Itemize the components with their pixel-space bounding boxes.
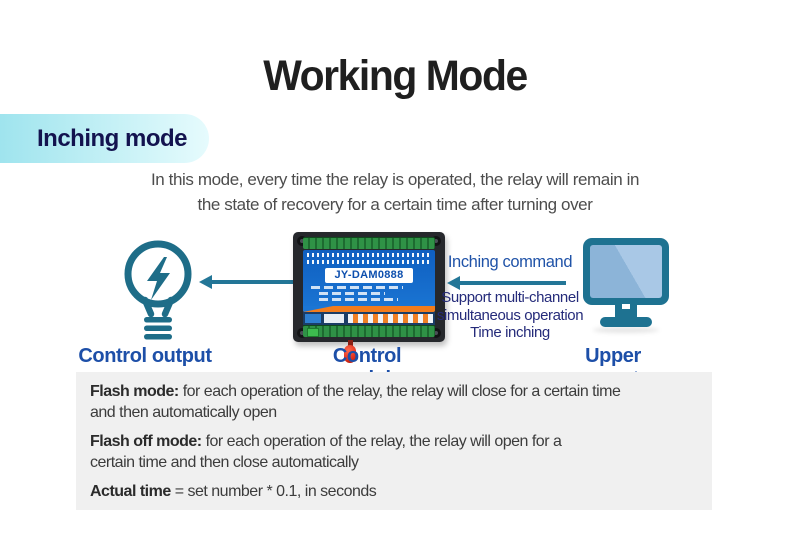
support-note-line2: simultaneous operation <box>436 306 584 324</box>
connector-chip <box>324 314 344 323</box>
flash-off-mode-note: Flash off mode: for each operation of th… <box>90 431 698 473</box>
actual-time-text: = set number * 0.1, in seconds <box>174 483 377 500</box>
support-note-line1: Support multi-channel <box>441 289 579 306</box>
screw-icon <box>297 236 307 246</box>
screw-icon <box>431 236 441 246</box>
inching-command-label: Inching command <box>447 253 573 271</box>
arrow-shaft <box>212 280 293 284</box>
mode-description-line2: the state of recovery for a certain time… <box>197 195 593 214</box>
flash-off-mode-text-line1: for each operation of the relay, the rel… <box>205 433 562 450</box>
panel-ticks <box>307 253 431 257</box>
antenna-icon <box>348 340 353 347</box>
monitor-frame <box>583 238 669 305</box>
arrow-shaft <box>460 281 566 285</box>
mode-description: In this mode, every time the relay is op… <box>0 167 790 217</box>
terminal-strip-bottom <box>303 325 435 337</box>
panel-orange-stripe <box>303 306 435 312</box>
terminal-strip-top <box>303 237 435 249</box>
mode-notes-box: Flash mode: for each operation of the re… <box>76 372 712 510</box>
flash-mode-term: Flash mode: <box>90 383 179 400</box>
panel-ticks <box>307 260 431 264</box>
arrow-to-output-icon <box>199 275 293 289</box>
screw-icon <box>431 328 441 338</box>
section-badge-label: Inching mode <box>37 124 188 152</box>
page-title: Working Mode <box>263 52 528 100</box>
monitor-base <box>600 317 652 327</box>
mode-description-line1: In this mode, every time the relay is op… <box>150 170 640 189</box>
screw-icon <box>297 328 307 338</box>
computer-monitor-icon <box>583 238 669 334</box>
panel-spec-line <box>319 292 385 295</box>
light-bulb-icon <box>124 240 192 340</box>
arrow-head-icon <box>447 276 460 290</box>
module-front-panel: JY-DAM0888 <box>303 250 435 312</box>
dip-switch-row <box>348 314 433 323</box>
panel-spec-line <box>319 298 399 301</box>
support-note-line3: Time inching <box>470 324 550 341</box>
monitor-stand-notch <box>622 304 630 309</box>
arrow-to-module-icon <box>447 276 566 290</box>
actual-time-note: Actual time = set number * 0.1, in secon… <box>90 481 698 502</box>
power-connector <box>307 328 319 337</box>
section-badge: Inching mode <box>0 114 209 163</box>
actual-time-term: Actual time <box>90 483 171 500</box>
monitor-screen <box>590 245 662 298</box>
flash-off-mode-text-line2: certain time and then close automaticall… <box>90 454 359 471</box>
monitor-shadow <box>593 327 659 333</box>
module-connector-row <box>303 312 435 325</box>
monitor-stand <box>615 304 637 318</box>
control-output-label: Control output <box>78 345 212 367</box>
control-module-image: JY-DAM0888 <box>293 232 445 363</box>
arrow-head-icon <box>199 275 212 289</box>
flash-mode-text-line1: for each operation of the relay, the rel… <box>182 383 621 400</box>
panel-spec-line <box>311 286 404 289</box>
support-note: Support multi-channel simultaneous opera… <box>433 289 587 342</box>
connector-chip <box>305 314 321 323</box>
antenna-icon <box>344 345 356 363</box>
flash-mode-note: Flash mode: for each operation of the re… <box>90 381 698 423</box>
flash-off-mode-term: Flash off mode: <box>90 433 202 450</box>
module-model-label: JY-DAM0888 <box>325 268 413 283</box>
flash-mode-text-line2: and then automatically open <box>90 404 277 421</box>
